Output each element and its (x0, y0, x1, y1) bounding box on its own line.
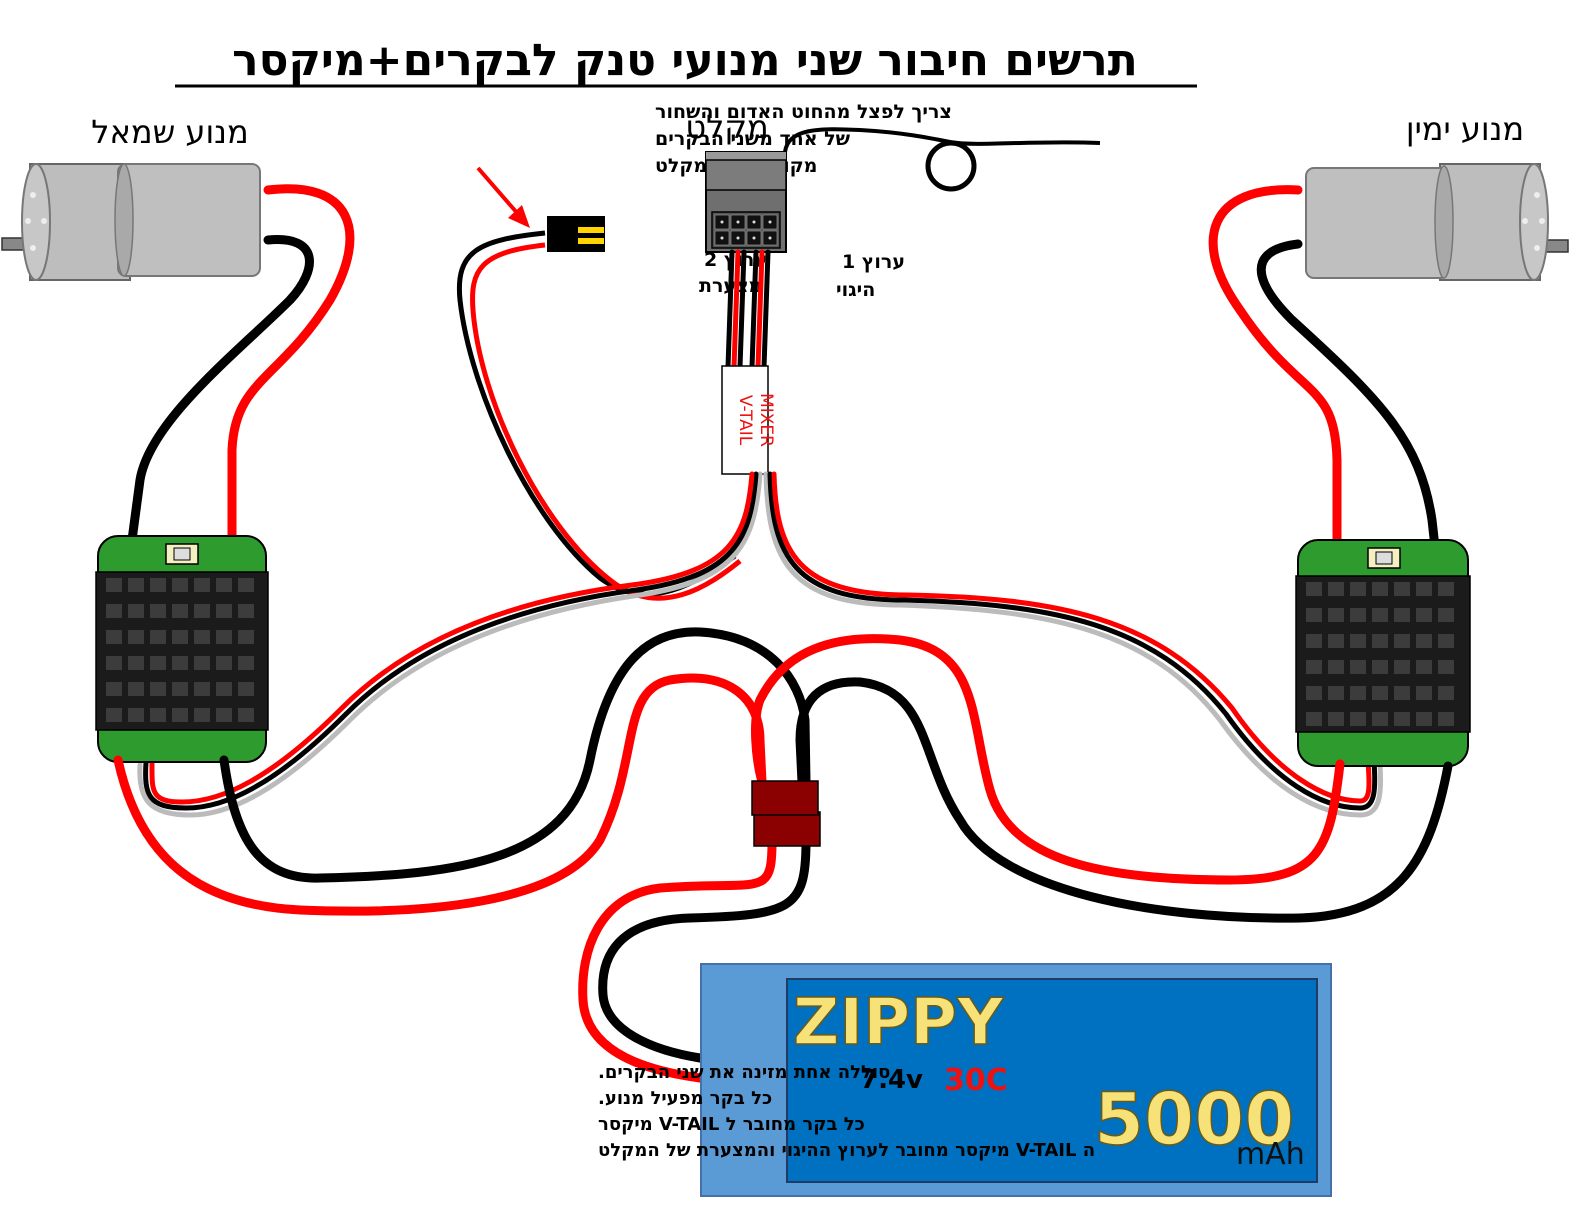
note-arrow (476, 166, 530, 228)
left-motor-label: מנוע שמאל (91, 113, 248, 151)
receiver-antenna (783, 127, 1101, 192)
mixer-label-vtail: V-TAIL (735, 395, 755, 446)
deans-connector (751, 780, 821, 847)
battery-voltage: 7.4v (860, 1065, 923, 1095)
right-motor-leads (1208, 185, 1441, 561)
right-motor (1305, 163, 1569, 281)
diagram-title: תרשים חיבור שני מנועי טנק לבקרים+מיקסר (232, 35, 1138, 86)
left-motor-leads (127, 184, 355, 545)
bottom-note-line-1: סוללה אחת מזינה את שני הבקרים. (598, 1062, 890, 1083)
left-esc (95, 535, 269, 763)
battery-c-rating: 30C (944, 1063, 1008, 1098)
channel-1-function: היגוי (836, 279, 875, 301)
battery-lead (578, 837, 811, 1083)
right-esc (1295, 539, 1471, 767)
receiver-note-line-1: צריך לפצל מהחוט האדום והשחור (655, 101, 952, 123)
channel-1-label: ערוץ 1 (842, 251, 905, 273)
receiver-label: מקלט (685, 108, 768, 146)
receiver-power-lead (456, 216, 742, 601)
battery-capacity: 5000 (1094, 1077, 1294, 1161)
mixer-left-esc-signal (137, 471, 763, 818)
vtail-mixer: V-TAIL MIXER (721, 365, 776, 475)
right-esc-power-leads (751, 634, 1453, 923)
mixer-right-esc-signal (763, 471, 1384, 818)
left-esc-power-leads (113, 627, 811, 916)
battery-unit: mAh (1236, 1137, 1305, 1172)
bottom-note-line-3: כל בקר מחובר ל V-TAIL מיקסר (598, 1114, 865, 1135)
receiver (705, 151, 787, 253)
right-motor-label: מנוע ימין (1406, 110, 1524, 148)
bottom-note-line-4: ה V-TAIL מיקסר מחובר לערוץ ההיגוי והמצער… (598, 1140, 1095, 1161)
battery-brand: ZIPPY (793, 986, 1004, 1060)
receiver-mixer-leads (725, 249, 771, 370)
bottom-note-line-2: כל בקר מפעיל מנוע. (598, 1088, 772, 1109)
battery: ZIPPY 7.4v 30C 5000 mAh (700, 963, 1332, 1197)
mixer-label-mixer: MIXER (756, 393, 776, 447)
left-motor (1, 163, 261, 281)
